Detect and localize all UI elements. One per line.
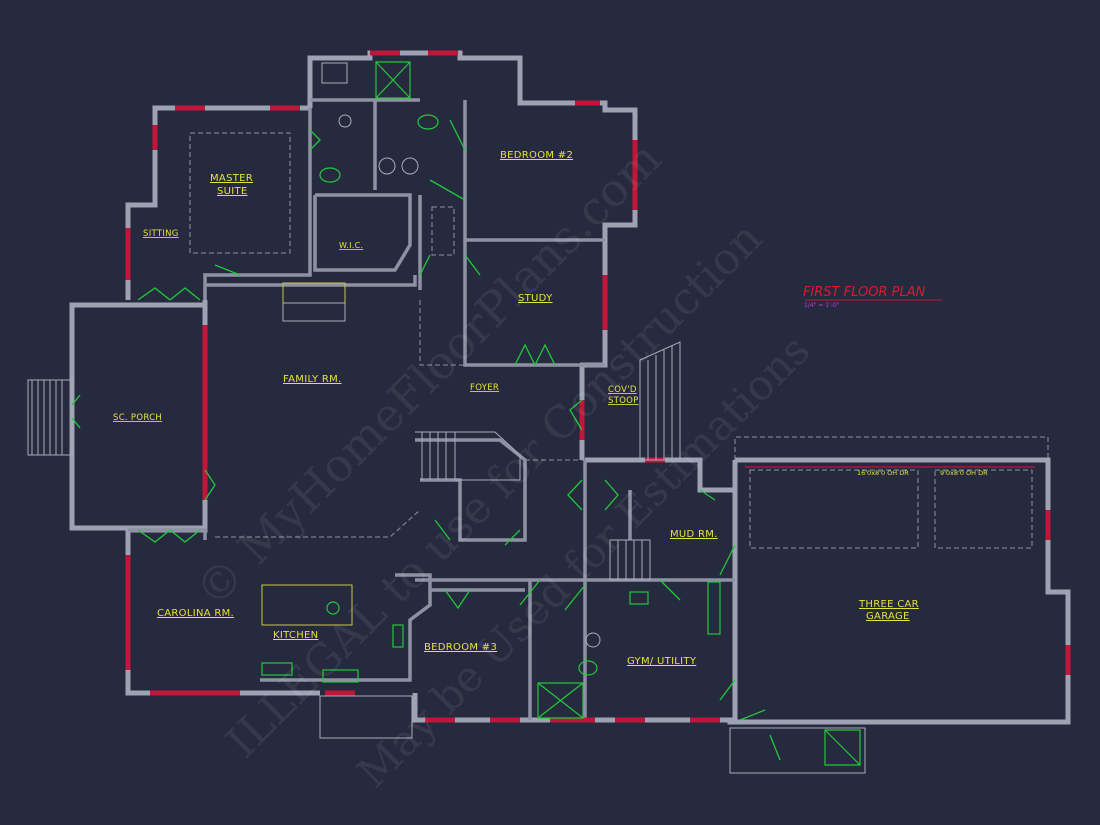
label-garage-door-2: 9'0x8'0 OH DR — [940, 469, 988, 477]
dashed-lines — [189, 132, 1049, 549]
doors — [71, 119, 781, 761]
interior-walls — [128, 98, 735, 720]
label-bedroom-3: BEDROOM #3 — [424, 642, 497, 653]
fixtures — [261, 61, 866, 774]
label-carolina-room: CAROLINA RM. — [157, 608, 234, 619]
label-sitting: SITTING — [143, 229, 179, 239]
label-wic: W.I.C. — [339, 241, 363, 250]
label-mud-room: MUD RM. — [670, 529, 718, 540]
label-garage-2: GARAGE — [866, 611, 910, 622]
stairs — [27, 341, 681, 581]
room-labels: MASTER SUITE SITTING W.I.C. BEDROOM #2 S… — [113, 150, 988, 667]
label-stoop: COV'D — [608, 385, 637, 395]
label-foyer: FOYER — [470, 383, 499, 393]
label-master-suite: MASTER — [210, 173, 253, 184]
label-bedroom-2: BEDROOM #2 — [500, 150, 573, 161]
label-kitchen: KITCHEN — [273, 630, 318, 641]
label-master-suite-2: SUITE — [217, 186, 248, 197]
plan-title: FIRST FLOOR PLAN — [803, 285, 926, 300]
label-gym-utility: GYM/ UTILITY — [627, 656, 697, 667]
label-study: STUDY — [518, 293, 553, 304]
label-garage-door-1: 16'0x8'0 OH DR — [857, 469, 909, 477]
label-porch: SC. PORCH — [113, 413, 162, 423]
watermark: © MyHomeFloorPlans.com ILLEGAL to use fo… — [185, 131, 820, 797]
label-garage: THREE CAR — [858, 599, 919, 610]
label-family-room: FAMILY RM. — [283, 374, 342, 385]
plan-scale: 1/4" = 1'-0" — [804, 302, 840, 309]
label-stoop-2: STOOP — [608, 396, 639, 406]
